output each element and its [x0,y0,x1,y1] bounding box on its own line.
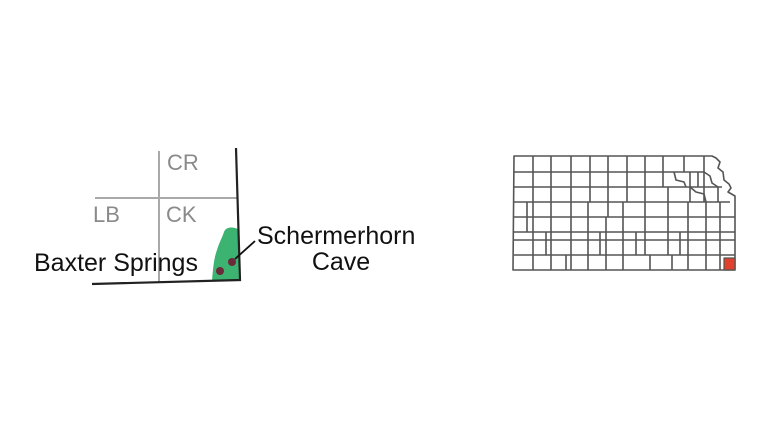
place-label-schermerhorn-line2: Cave [312,248,370,276]
schermerhorn-leader-line [234,240,256,260]
county-label-cherokee: CK [166,202,197,227]
place-label-baxter-springs: Baxter Springs [34,249,198,277]
county-boundaries-vertical [526,156,721,270]
place-label-schermerhorn-line1: Schermerhorn [257,222,415,250]
locator-map: CR LB CK Baxter Springs Schermerhorn Cav… [34,147,415,286]
range-area [212,227,239,281]
highlighted-county-cherokee [723,257,736,271]
county-boundaries-horizontal [514,171,735,256]
state-border [91,147,242,286]
schermerhorn-cave-dot [228,258,236,266]
kansas-county-map [512,155,736,271]
county-boundaries-northeast [673,171,719,203]
county-label-crawford: CR [167,150,199,175]
county-label-labette: LB [93,202,120,227]
baxter-springs-dot [216,267,224,275]
